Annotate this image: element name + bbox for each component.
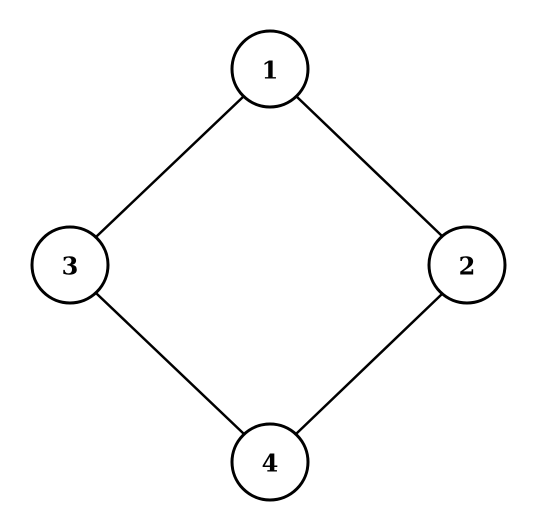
edge-1-2 bbox=[294, 94, 444, 238]
node-2-circle bbox=[427, 225, 507, 305]
node-1: 1 bbox=[230, 29, 310, 109]
nodes-layer: 1 2 3 4 bbox=[30, 29, 507, 502]
node-4-circle bbox=[230, 422, 310, 502]
edge-2-4 bbox=[294, 292, 444, 436]
node-1-circle bbox=[230, 29, 310, 109]
node-4-label: 4 bbox=[262, 449, 279, 478]
node-2: 2 bbox=[427, 225, 507, 305]
node-4: 4 bbox=[230, 422, 310, 502]
node-2-label: 2 bbox=[459, 252, 476, 281]
edge-3-4 bbox=[95, 292, 246, 436]
node-3-circle bbox=[30, 225, 110, 305]
node-1-label: 1 bbox=[262, 56, 279, 85]
node-3-label: 3 bbox=[62, 252, 79, 281]
edge-1-3 bbox=[95, 94, 246, 238]
edges-layer bbox=[95, 94, 444, 436]
node-3: 3 bbox=[30, 225, 110, 305]
